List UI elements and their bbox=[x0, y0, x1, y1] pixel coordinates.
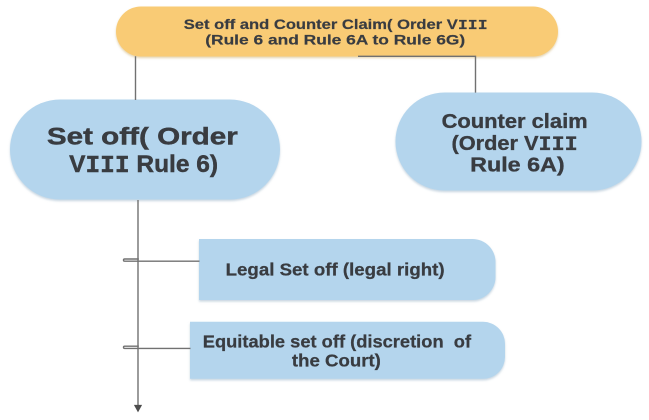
svg-text:Equitable set off (discretion: Equitable set off (discretion of bbox=[203, 332, 471, 351]
svg-text:Counter claim: Counter claim bbox=[442, 111, 588, 133]
svg-text:Set off( Order: Set off( Order bbox=[47, 122, 238, 150]
svg-text:Rule 6A): Rule 6A) bbox=[470, 153, 564, 176]
svg-text:Legal Set off (legal right): Legal Set off (legal right) bbox=[226, 260, 445, 279]
svg-text:Set off and Counter Claim( Ord: Set off and Counter Claim( Order VIII bbox=[184, 17, 488, 33]
svg-text:(Order VIII: (Order VIII bbox=[452, 132, 578, 156]
svg-text:(Rule 6 and Rule 6A to Rule 6G: (Rule 6 and Rule 6A to Rule 6G) bbox=[205, 33, 465, 48]
svg-text:VIII Rule 6): VIII Rule 6) bbox=[69, 151, 218, 180]
svg-text:the Court): the Court) bbox=[292, 351, 381, 370]
